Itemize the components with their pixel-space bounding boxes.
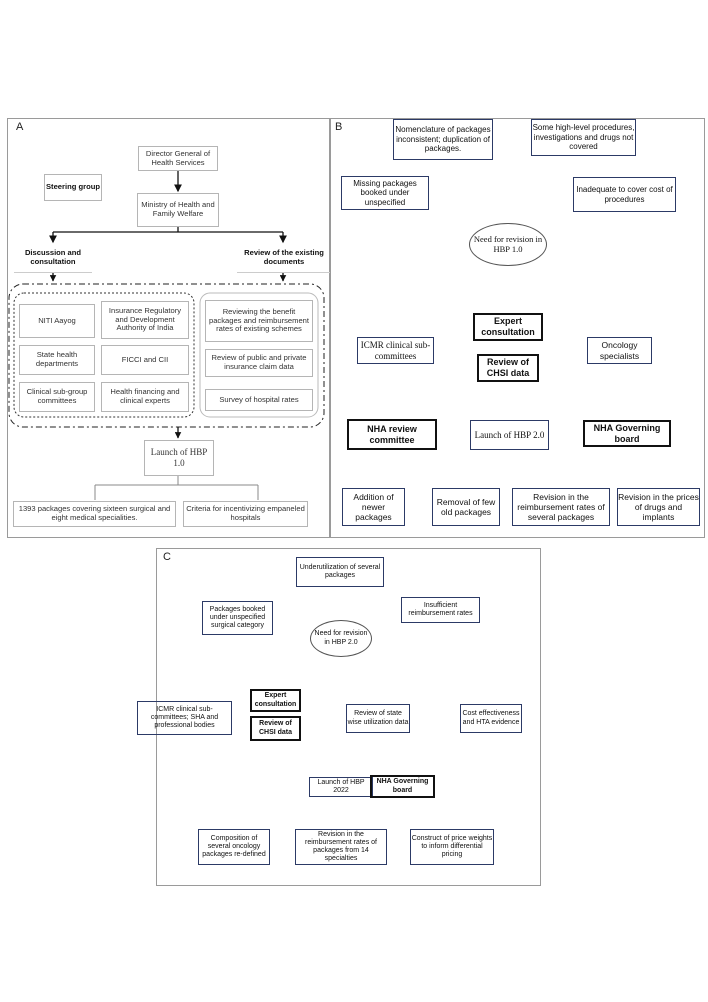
chsi-review-c-box: Review of CHSI data [250,716,301,741]
panel-c-label: C [163,551,171,563]
oncology-specialists-box: Oncology specialists [587,337,652,364]
packages-booked-box: Packages booked under unspecified surgic… [202,601,273,635]
expert-consultation-c-box: Expert consultation [250,689,301,712]
addition-packages-box: Addition of newer packages [342,488,405,526]
launch-hbp-2-box: Launch of HBP 2.0 [470,420,549,450]
missing-packages-box: Missing packages booked under unspecifie… [341,176,429,210]
panel-b-label: B [335,121,343,133]
revision-prices-box: Revision in the prices of drugs and impl… [617,488,700,526]
inadequate-cost-box: Inadequate to cover cost of procedures [573,177,676,212]
revision-rates-box: Revision in the reimbursement rates of s… [512,488,610,526]
panel-a-label: A [16,121,24,133]
launch-hbp-1-box: Launch of HBP 1.0 [144,440,214,476]
need-revision-hbp2-ellipse: Need for revision in HBP 2.0 [310,620,372,657]
revision-14-specialties-box: Revision in the reimbursement rates of p… [295,829,387,865]
expert-consultation-box: Expert consultation [473,313,543,341]
discussion-consultation-label: Discussion and consultation [14,243,92,273]
review-documents-label: Review of the existing documents [237,243,331,273]
insufficient-rates-box: Insufficient reimbursement rates [401,597,480,623]
chsi-review-box: Review of CHSI data [477,354,539,382]
niti-aayog-box: NITI Aayog [19,304,95,338]
nomenclature-box: Nomenclature of packages inconsistent; d… [393,119,493,160]
health-financing-box: Health financing and clinical experts [101,382,189,412]
nha-governing-board-box: NHA Governing board [583,420,671,447]
need-revision-hbp1-ellipse: Need for revision in HBP 1.0 [469,223,547,266]
icmr-committees-box: ICMR clinical sub-committees [357,337,434,364]
state-utilization-box: Review of state wise utilization data [346,704,410,733]
ficci-cii-box: FICCI and CII [101,345,189,375]
panel-b [330,118,705,538]
high-level-procedures-box: Some high-level procedures, investigatio… [531,119,636,156]
underutilization-box: Underutilization of several packages [296,557,384,587]
hospital-rates-box: Survey of hospital rates [205,389,313,411]
removal-packages-box: Removal of few old packages [432,488,500,526]
oncology-composition-box: Composition of several oncology packages… [198,829,270,865]
ministry-box: Ministry of Health and Family Welfare [137,193,219,227]
criteria-incentive-box: Criteria for incentivizing empaneled hos… [183,501,308,527]
icmr-sha-box: ICMR clinical sub-committees; SHA and pr… [137,701,232,735]
cost-effectiveness-box: Cost effectiveness and HTA evidence [460,704,522,733]
claim-data-box: Review of public and private insurance c… [205,349,313,377]
launch-hbp-2022-box: Launch of HBP 2022 [309,777,373,797]
benefit-packages-box: Reviewing the benefit packages and reimb… [205,300,313,342]
irda-box: Insurance Regulatory and Development Aut… [101,301,189,339]
price-weights-box: Construct of price weights to inform dif… [410,829,494,865]
director-general-box: Director General of Health Services [138,146,218,171]
packages-1393-box: 1393 packages covering sixteen surgical … [13,501,176,527]
nha-review-committee-box: NHA review committee [347,419,437,450]
state-health-box: State health departments [19,345,95,375]
nha-governing-board-c-box: NHA Governing board [370,775,435,798]
steering-group-box: Steering group [44,174,102,201]
clinical-subgroup-box: Clinical sub-group committees [19,382,95,412]
